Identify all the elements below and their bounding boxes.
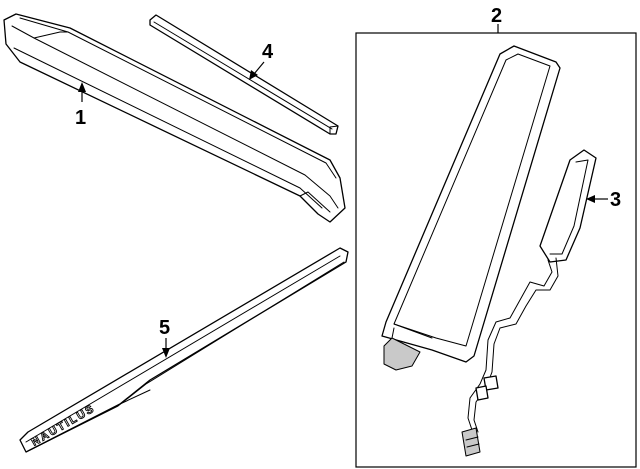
callout-5: 5 [159,317,170,339]
callout-1: 1 [75,107,86,129]
part-1-door-moulding [3,13,346,223]
part-3-side-curtain-airbag [461,149,597,457]
part-5-lower-moulding: NAUTILUS [19,247,349,453]
callout-4: 4 [262,41,274,63]
callout-3: 3 [610,189,621,211]
part-2-group-box [355,32,637,468]
part-4-weatherstrip [149,14,339,135]
callout-leaders [78,24,608,358]
part-2-pillar-trim [381,45,561,371]
callout-2: 2 [491,5,502,27]
